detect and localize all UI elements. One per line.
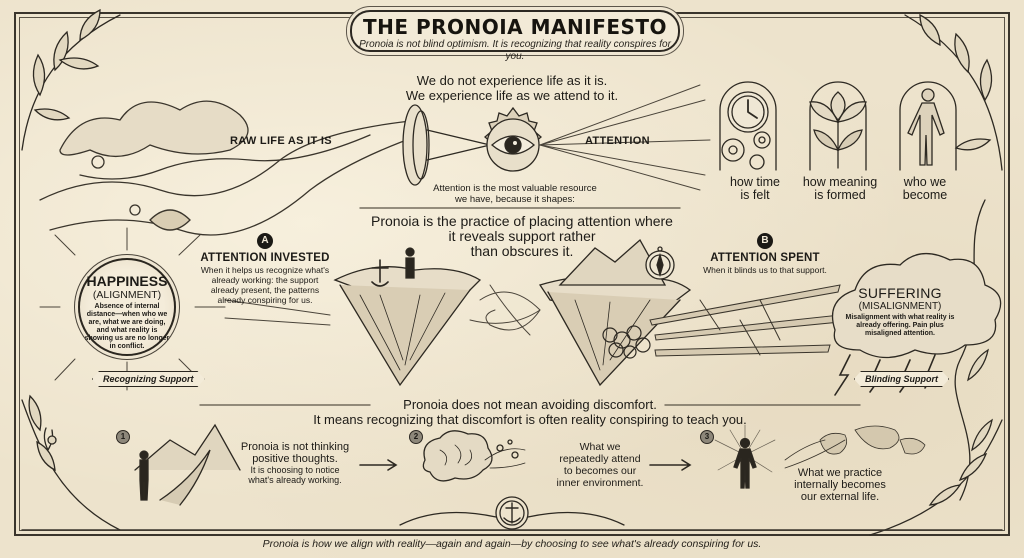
- vine-top-left-icon: [21, 8, 121, 151]
- practice-line-2: it reveals support rather: [448, 228, 596, 244]
- compass-icon: [645, 246, 675, 280]
- intro-statement: We do not experience life as it is. We e…: [380, 73, 644, 103]
- intro-line-2: We experience life as we attend to it.: [405, 88, 619, 103]
- attention-beam-icon: [539, 84, 711, 191]
- footer-tagline: Pronoia is how we align with reality—aga…: [262, 538, 762, 550]
- floating-island-right-icon: [538, 238, 692, 387]
- shattered-beam-icon: [649, 284, 841, 357]
- practice-statement: Pronoia is the practice of placing atten…: [356, 214, 688, 259]
- shape-item-become: who we become: [880, 176, 970, 202]
- anchor-emblem-icon: [399, 496, 625, 530]
- vine-bottom-right-icon: [869, 419, 1003, 536]
- lens-icon: [402, 104, 491, 186]
- practice-line-3: than obscures it.: [470, 243, 574, 259]
- lotus-flower-icon: [809, 81, 867, 171]
- swirl-vortex-icon: [469, 284, 541, 336]
- spent-desc: When it blinds us to that support.: [703, 265, 827, 275]
- happiness-desc: Absence of internal distance—when who we…: [84, 303, 170, 350]
- path-walker-icon: [134, 423, 241, 506]
- step-1-main: Pronoia is not thinking positive thought…: [240, 441, 350, 465]
- suffering-title: SUFFERING: [858, 285, 942, 301]
- resource-line-2: we have, because it shapes:: [455, 194, 575, 205]
- raw-life-cloud-icon: [39, 100, 421, 236]
- vine-bottom-left-icon: [21, 394, 121, 531]
- arrow-right-icon: [649, 459, 692, 471]
- shape-item-meaning: how meaning is formed: [795, 176, 885, 202]
- happiness-title: HAPPINESS: [86, 273, 168, 289]
- intro-line-1: We do not experience life as it is.: [416, 73, 608, 88]
- step-3-text: What we practice internally becomes our …: [794, 467, 886, 503]
- step-1-sub: It is choosing to notice what's already …: [248, 465, 342, 485]
- blinding-support-tag: Blinding Support: [854, 371, 949, 387]
- happiness-orb: HAPPINESS (ALIGNMENT) Absence of interna…: [78, 258, 176, 356]
- shape-item-time: how time is felt: [710, 176, 800, 202]
- clock-gears-icon: [719, 81, 777, 171]
- discomfort-line-1: Pronoia does not mean avoiding discomfor…: [403, 397, 657, 412]
- shape-label-line: is felt: [740, 188, 770, 202]
- recognizing-support-tag: Recognizing Support: [92, 371, 205, 387]
- happiness-subtitle: (ALIGNMENT): [92, 289, 162, 301]
- attention-invested-section: A ATTENTION INVESTED When it helps us re…: [200, 230, 330, 305]
- tangled-knot-icon: [602, 325, 651, 359]
- raw-life-label: RAW LIFE AS IT IS: [230, 135, 332, 147]
- sun-rays-icon: [39, 227, 331, 391]
- practice-line-1: Pronoia is the practice of placing atten…: [371, 213, 673, 229]
- shape-label-line: how meaning: [802, 175, 878, 189]
- attention-spent-section: B ATTENTION SPENT When it blinds us to t…: [700, 230, 830, 275]
- suffering-desc: Misalignment with what reality is alread…: [845, 314, 955, 337]
- vine-right-side-icon: [954, 199, 993, 501]
- radiant-figure-icon: [714, 424, 776, 489]
- shape-label-line: who we: [903, 175, 947, 189]
- step-1-badge: 1: [116, 430, 130, 444]
- world-map-icon: [784, 425, 926, 469]
- discomfort-line-2: It means recognizing that discomfort is …: [313, 412, 747, 427]
- title-banner: THE PRONOIA MANIFESTO Pronoia is not bli…: [350, 10, 680, 62]
- eye-icon: [484, 106, 542, 172]
- suffering-subtitle: (MISALIGNMENT): [858, 301, 942, 312]
- suffering-cloud: SUFFERING (MISALIGNMENT) Misalignment wi…: [840, 286, 960, 338]
- spent-title: ATTENTION SPENT: [710, 252, 820, 264]
- resource-line-1: Attention is the most valuable resource: [433, 183, 597, 194]
- step-2-text: What we repeatedly attend to becomes our…: [556, 441, 644, 489]
- floating-island-left-icon: [333, 247, 482, 387]
- shape-label-line: become: [902, 188, 948, 202]
- resource-caption: Attention is the most valuable resource …: [420, 183, 610, 205]
- arrow-right-icon: [359, 459, 398, 471]
- shape-label-line: is formed: [814, 188, 866, 202]
- vine-top-right-icon: [904, 13, 1003, 171]
- shape-label-line: how time: [729, 175, 781, 189]
- page-subtitle: Pronoia is not blind optimism. It is rec…: [359, 39, 671, 62]
- page-title: THE PRONOIA MANIFESTO: [362, 15, 668, 39]
- step-1-text: Pronoia is not thinking positive thought…: [240, 441, 350, 485]
- invested-desc: When it helps us recognize what's alread…: [200, 265, 330, 305]
- brain-blossom-icon: [422, 430, 526, 482]
- step-2-badge: 2: [409, 430, 423, 444]
- badge-a: A: [257, 233, 273, 249]
- invested-title: ATTENTION INVESTED: [200, 252, 330, 264]
- badge-b: B: [757, 233, 773, 249]
- attention-label: ATTENTION: [585, 135, 650, 147]
- discomfort-statement: Pronoia does not mean avoiding discomfor…: [280, 397, 780, 427]
- human-figure-icon: [899, 81, 957, 171]
- step-3-badge: 3: [700, 430, 714, 444]
